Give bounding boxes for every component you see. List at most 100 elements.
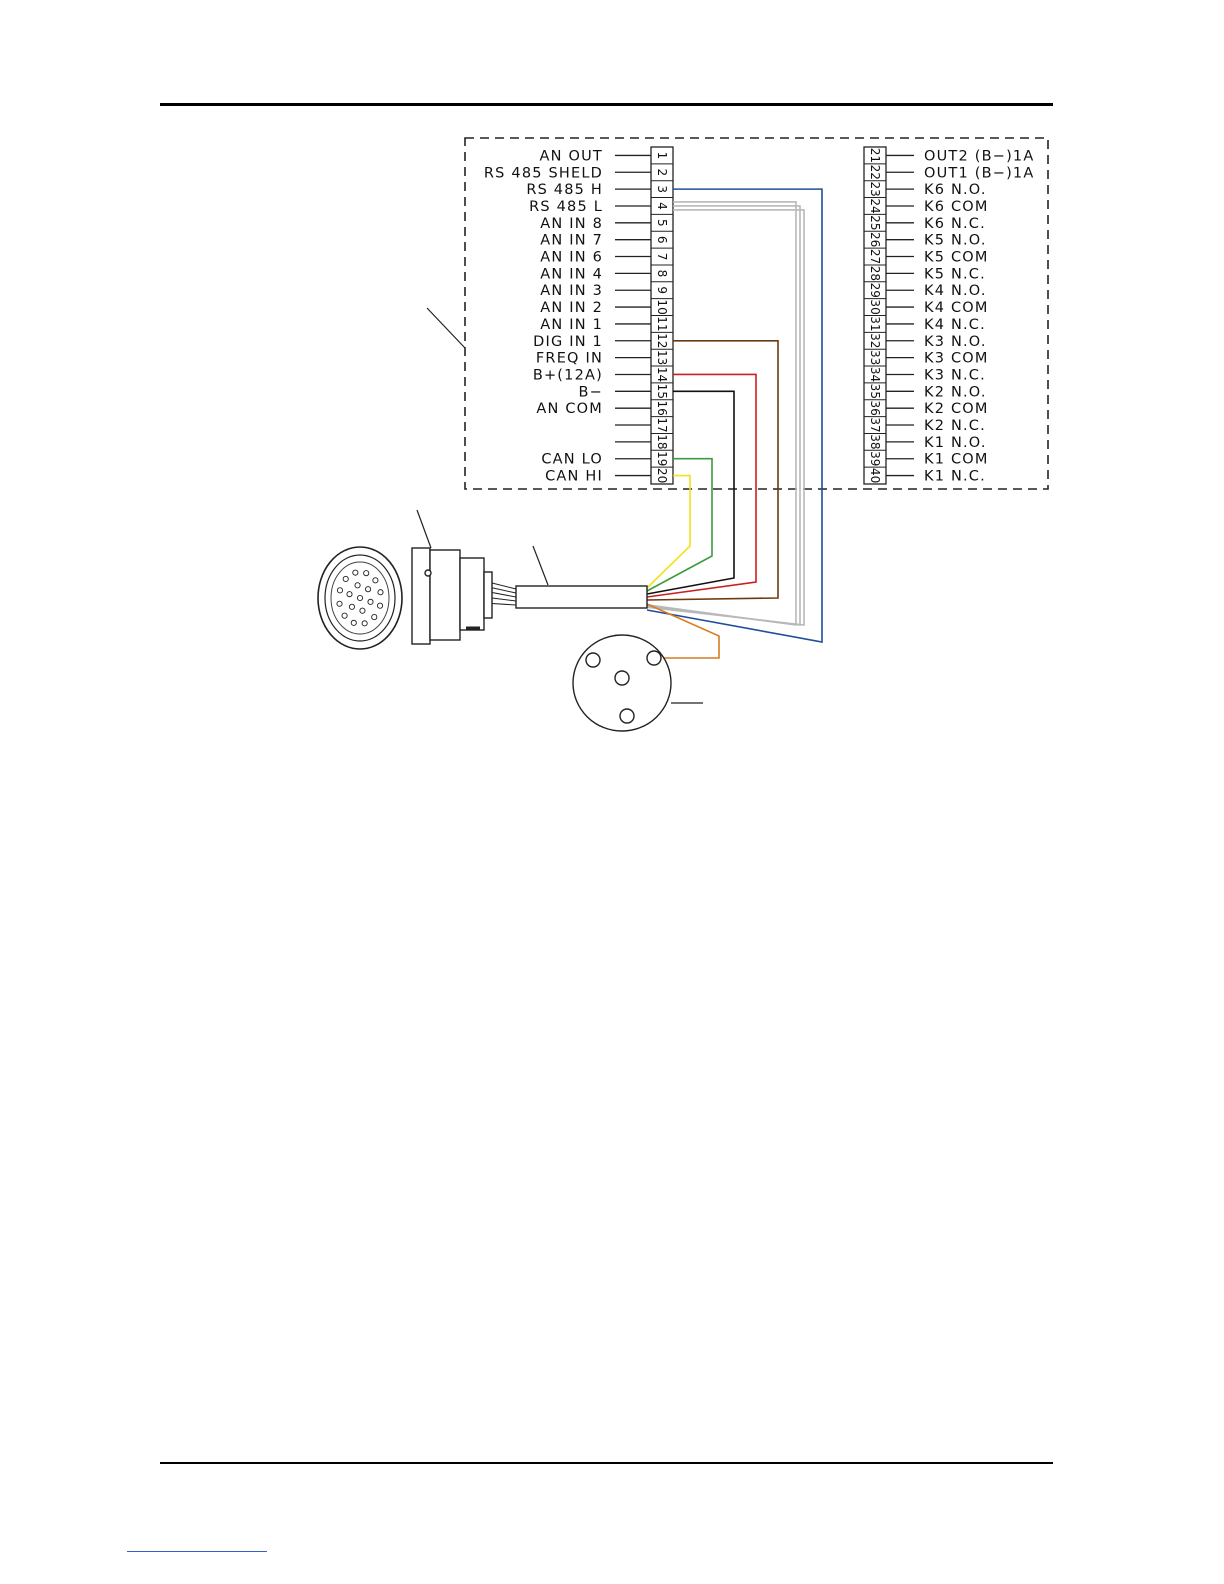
terminal-label: K2 N.O. <box>924 384 987 400</box>
wire-harness <box>646 188 823 659</box>
terminal-pin-number: 24 <box>868 198 882 213</box>
connector-pin <box>354 582 361 589</box>
terminal-label: K6 COM <box>924 199 989 215</box>
connector-pin <box>350 619 357 626</box>
sensor-disc <box>572 634 672 732</box>
terminal-label: K5 COM <box>924 250 989 266</box>
terminal-pin-number: 15 <box>655 384 669 399</box>
terminal-label: K6 N.O. <box>924 182 987 198</box>
terminal-pin-number: 35 <box>868 384 882 399</box>
terminal-label: AN IN 6 <box>540 250 603 266</box>
connector-pin <box>377 589 384 596</box>
connector-pin <box>372 577 379 584</box>
connector-pin <box>371 614 378 621</box>
terminal-pin-number: 23 <box>868 181 882 196</box>
connector-leader-line <box>416 509 432 549</box>
terminal-pin-number: 7 <box>655 253 669 261</box>
terminal-pin-number: 3 <box>655 185 669 193</box>
cable-leader-line <box>532 545 549 586</box>
controller-enclosure <box>464 137 1049 490</box>
terminal-pin-number: 14 <box>655 367 669 382</box>
wire-sensor <box>646 603 720 659</box>
terminal-pin-number: 6 <box>655 236 669 244</box>
wire-pin-20 <box>646 474 691 589</box>
connector-pin <box>361 620 368 627</box>
terminal-label: RS 485 H <box>526 182 603 198</box>
connector-pin <box>365 586 372 593</box>
terminal-label: B+(12A) <box>533 367 603 383</box>
terminal-label: K2 N.C. <box>924 418 986 434</box>
footer-link-underline <box>127 1551 267 1552</box>
terminal-label: AN IN 8 <box>540 216 603 232</box>
connector-pin <box>346 591 353 598</box>
connector-pin <box>336 587 343 594</box>
terminal-label: K3 N.C. <box>924 367 986 383</box>
terminal-pin-number: 21 <box>868 148 882 163</box>
terminal-pin-number: 30 <box>868 299 882 314</box>
terminal-pin-number: 38 <box>868 434 882 449</box>
terminal-pin-number: 9 <box>655 286 669 294</box>
terminal-pin-number: 19 <box>655 451 669 466</box>
terminal-label: CAN HI <box>545 469 603 485</box>
connector-pin <box>377 602 384 609</box>
terminal-label: DIG IN 1 <box>533 334 603 350</box>
terminal-pin-number: 16 <box>655 401 669 416</box>
connector-pin <box>341 612 348 619</box>
terminal-pin-number: 5 <box>655 219 669 227</box>
terminal-label: B− <box>579 384 604 400</box>
terminal-pin-number: 8 <box>655 270 669 278</box>
terminal-pin-number: 31 <box>868 316 882 331</box>
terminal-pin-number: 4 <box>655 202 669 210</box>
connector-pin <box>348 603 355 610</box>
wire-pin-3 <box>646 188 823 643</box>
terminal-label: K6 N.C. <box>924 216 986 232</box>
terminal-label: K5 N.C. <box>924 266 986 282</box>
terminal-pin-number: 34 <box>868 367 882 382</box>
connector-pin <box>342 575 349 582</box>
terminal-label: CAN LO <box>541 452 603 468</box>
terminal-pin-number: 33 <box>868 350 882 365</box>
terminal-label: K3 COM <box>924 351 989 367</box>
cable-jacket <box>515 585 648 609</box>
terminal-pin-number: 39 <box>868 451 882 466</box>
terminal-pin-number: 37 <box>868 417 882 432</box>
terminal-label: AN IN 1 <box>540 317 603 333</box>
wire-pin-4 <box>646 209 805 626</box>
wire-pin-19 <box>646 457 713 592</box>
terminal-label: K4 N.O. <box>924 283 987 299</box>
terminal-label: RS 485 L <box>529 199 603 215</box>
terminal-pin-number: 11 <box>655 316 669 331</box>
header-rule <box>160 103 1053 106</box>
terminal-label: K1 COM <box>924 452 989 468</box>
terminal-pin-number: 25 <box>868 215 882 230</box>
terminal-pin-number: 12 <box>655 333 669 348</box>
terminal-label: RS 485 SHELD <box>484 165 603 181</box>
connector-pin <box>367 598 374 605</box>
terminal-label: OUT1 (B−)1A <box>924 165 1034 181</box>
terminal-pin-number: 20 <box>655 468 669 483</box>
terminal-label: AN IN 2 <box>540 300 603 316</box>
terminal-label: K3 N.O. <box>924 334 987 350</box>
terminal-label: OUT2 (B−)1A <box>924 148 1034 164</box>
connector-body <box>411 547 493 645</box>
terminal-label: K5 N.O. <box>924 233 987 249</box>
terminal-label: AN IN 7 <box>540 233 603 249</box>
connector-pin <box>356 594 364 602</box>
terminal-pin-number: 26 <box>868 232 882 247</box>
connector-pin <box>359 607 366 614</box>
terminal-pin-number: 18 <box>655 434 669 449</box>
terminal-label: K1 N.O. <box>924 435 987 451</box>
terminal-label: AN OUT <box>540 148 603 164</box>
terminal-pin-number: 29 <box>868 283 882 298</box>
terminal-pin-number: 40 <box>868 468 882 483</box>
connector-pin <box>336 600 343 607</box>
wire-pin-15 <box>646 390 735 595</box>
terminal-label: K2 COM <box>924 401 989 417</box>
terminal-label: K4 COM <box>924 300 989 316</box>
terminal-label: AN IN 4 <box>540 266 603 282</box>
connector-pin <box>352 569 359 576</box>
